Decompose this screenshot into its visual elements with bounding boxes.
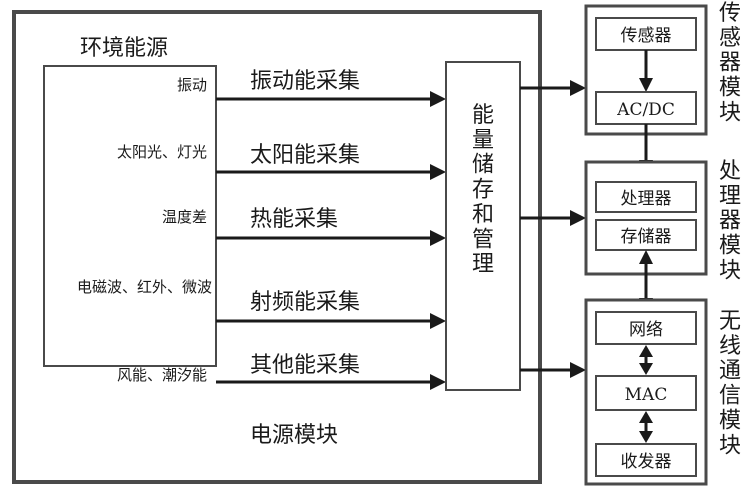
energy-storage-box [445, 61, 521, 391]
storage-output-arrows [520, 80, 586, 378]
processor-block [595, 181, 697, 213]
source-label-wind-tide: 风能、潮汐能 [117, 366, 207, 384]
mac-block-label: MAC [625, 385, 668, 405]
network-mac-double-arrow [639, 345, 653, 375]
harvester-label-other: 其他能采集 [250, 353, 360, 378]
memory-block [595, 219, 697, 251]
processor-block-label: 处理器 [621, 189, 672, 209]
source-label-vibration: 振动 [177, 76, 207, 94]
harvester-label-rf: 射频能采集 [250, 290, 360, 315]
mac-block [595, 375, 697, 411]
env-sources-box [43, 65, 217, 367]
sensor-block [595, 17, 697, 51]
sensor-module-title: 传感器模块 [719, 1, 741, 125]
harvester-label-solar: 太阳能采集 [250, 143, 360, 168]
power-module-title: 电源模块 [250, 423, 338, 448]
transceiver-block-label: 收发器 [621, 452, 672, 472]
harvester-arrows [216, 91, 446, 390]
source-label-em-wave: 电磁波、红外、微波 [77, 278, 212, 296]
energy-storage-label: 能量储存和管理 [472, 103, 494, 277]
transceiver-block [595, 443, 697, 477]
network-block-label: 网络 [629, 320, 663, 340]
memory-block-label: 存储器 [621, 227, 672, 247]
processor-module-title: 处理器模块 [719, 159, 741, 283]
wireless-module-title: 无线通信模块 [719, 309, 741, 458]
source-label-temperature: 温度差 [162, 208, 207, 226]
network-block [595, 311, 697, 345]
adc-block [595, 91, 697, 125]
mac-transceiver-double-arrow [639, 411, 653, 443]
env-energy-title: 环境能源 [80, 36, 168, 61]
source-label-solar: 太阳光、灯光 [117, 143, 207, 161]
adc-block-label: AC/DC [616, 100, 675, 120]
sensor-block-label: 传感器 [621, 26, 672, 46]
harvester-label-vibration: 振动能采集 [250, 69, 360, 94]
harvester-label-thermal: 热能采集 [250, 207, 338, 232]
